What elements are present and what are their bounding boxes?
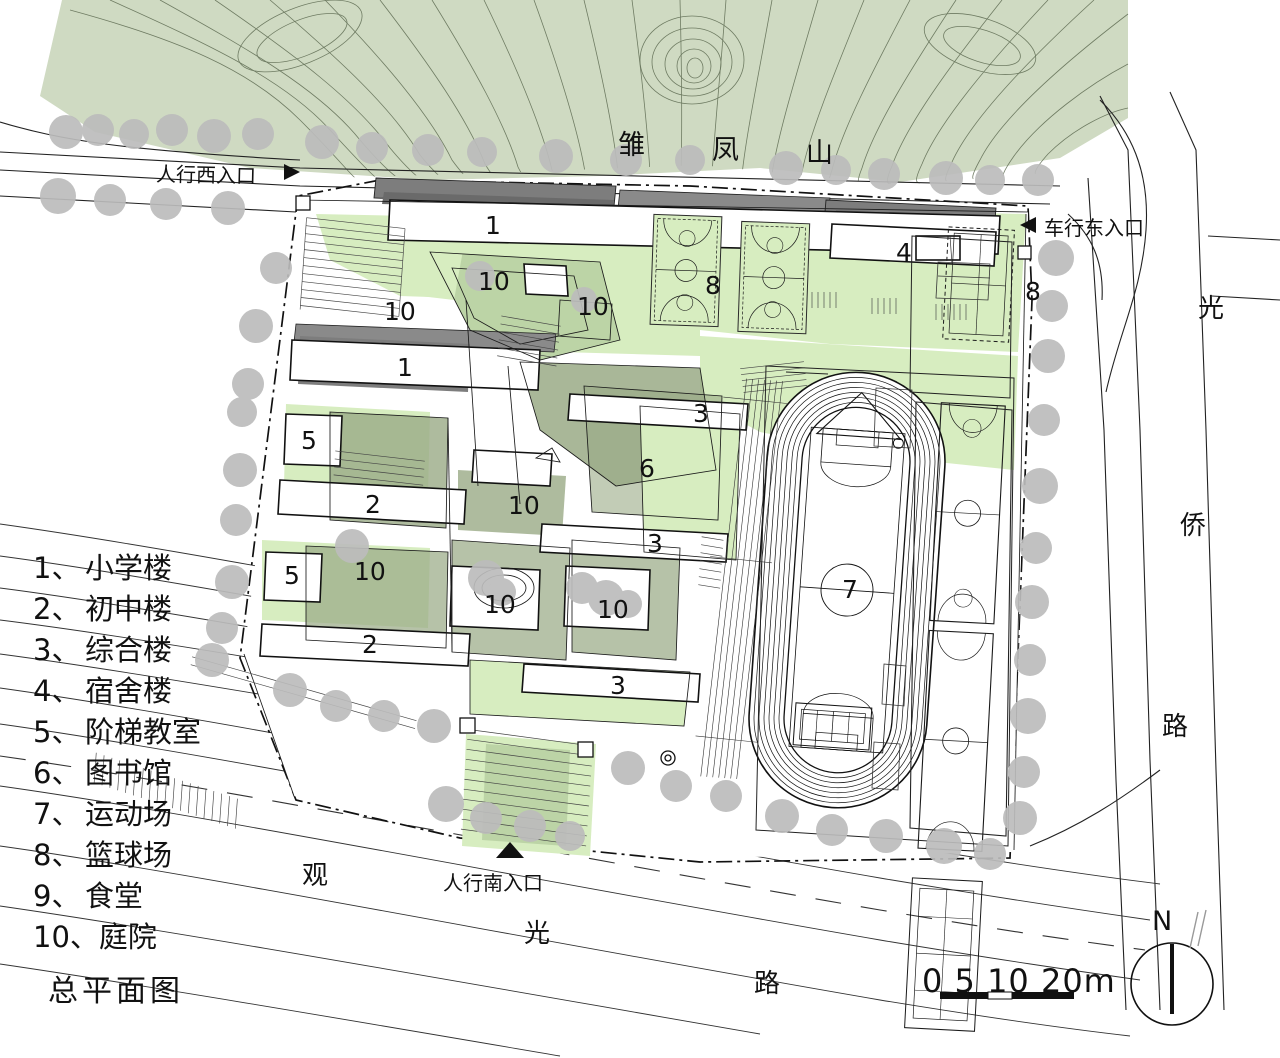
legend-item-10: 10、庭院: [33, 917, 293, 958]
legend-num-2: 2、: [33, 592, 81, 626]
legend-item-5: 5、阶梯教室: [33, 712, 293, 753]
legend-num-10: 10、: [33, 920, 99, 954]
courtyard-linework: [243, 199, 1029, 851]
legend-label-5: 阶梯教室: [85, 715, 202, 749]
courtyard-marker-f: 10: [484, 590, 516, 619]
courtyard-marker-d: 10: [508, 491, 540, 520]
building-marker-5b: 5: [284, 561, 300, 590]
legend-item-4: 4、宿舍楼: [33, 671, 293, 712]
running-track: [695, 365, 1015, 847]
legend-item-9: 9、食堂: [33, 876, 293, 917]
building-marker-3a: 3: [693, 399, 709, 428]
drawing-title: 总平面图: [48, 974, 184, 1009]
courtyard-marker-a: 10: [384, 297, 416, 326]
legend-label-2: 初中楼: [85, 592, 173, 626]
east-court-strip: [871, 226, 1015, 1032]
building-marker-3c: 3: [610, 671, 626, 700]
north-arrow-graphic: [1130, 909, 1214, 1026]
building-marker-4: 4: [896, 238, 912, 267]
building-marker-8a: 8: [705, 271, 721, 300]
building-marker-1b: 1: [397, 353, 413, 382]
building-marker-2b: 2: [362, 630, 378, 659]
hill-name-char-1: 雏: [618, 130, 645, 161]
basketball-courts-north: [649, 213, 811, 335]
hill-name-char-3: 山: [806, 138, 833, 169]
entrance-label-south-pedestrian: 人行南入口: [443, 871, 543, 895]
building-marker-1a: 1: [485, 211, 501, 240]
scale-bar-labels: 0 5 10 20m: [922, 962, 1116, 1000]
legend-item-1: 1、小学楼: [33, 548, 293, 589]
legend-label-6: 图书馆: [85, 756, 173, 790]
gate-markers: [295, 195, 1032, 766]
legend-item-6: 6、图书馆: [33, 753, 293, 794]
legend-num-3: 3、: [33, 633, 81, 667]
building-marker-5a: 5: [301, 426, 317, 455]
east-road-char-3: 路: [1162, 712, 1189, 742]
legend-item-2: 2、初中楼: [33, 589, 293, 630]
building-marker-6: 6: [639, 454, 655, 483]
scale-bar-graphic: [940, 991, 1074, 1000]
stair-hatch: [93, 217, 967, 847]
legend-item-3: 3、综合楼: [33, 630, 293, 671]
south-road-char-1: 观: [302, 861, 329, 891]
legend-num-6: 6、: [33, 756, 81, 790]
legend-label-9: 食堂: [85, 879, 144, 913]
east-road-char-1: 光: [1198, 294, 1225, 324]
courtyard-marker-c: 10: [577, 292, 609, 321]
tree-canopies: [40, 114, 1074, 870]
building-marker-8b: 8: [1025, 277, 1041, 306]
north-arrow: N: [1125, 906, 1221, 1026]
entrance-markers: [284, 164, 1036, 858]
courtyard-marker-b: 10: [478, 267, 510, 296]
legend-label-4: 宿舍楼: [85, 674, 173, 708]
south-road-char-2: 光: [524, 919, 551, 949]
legend-label-7: 运动场: [85, 797, 173, 831]
legend-num-8: 8、: [33, 838, 81, 872]
legend: 1、小学楼 2、初中楼 3、综合楼 4、宿舍楼 5、阶梯教室 6、图书馆 7、运…: [33, 548, 293, 958]
legend-num-5: 5、: [33, 715, 81, 749]
east-road-char-2: 侨: [1180, 511, 1207, 541]
building-marker-7: 7: [842, 575, 858, 604]
scale-bar: 0 5 10 20m: [922, 962, 1116, 1000]
building-marker-2a: 2: [365, 490, 381, 519]
legend-num-1: 1、: [33, 551, 81, 585]
legend-label-1: 小学楼: [85, 551, 173, 585]
legend-num-7: 7、: [33, 797, 81, 831]
legend-num-4: 4、: [33, 674, 81, 708]
legend-item-8: 8、篮球场: [33, 835, 293, 876]
south-road-char-3: 路: [754, 969, 781, 999]
legend-label-8: 篮球场: [85, 838, 173, 872]
entrance-label-east-vehicle: 车行东入口: [1044, 216, 1144, 240]
entrance-label-west-pedestrian: 人行西入口: [155, 161, 257, 189]
courtyard-marker-g: 10: [597, 595, 629, 624]
building-marker-3b: 3: [647, 529, 663, 558]
site-boundary: [239, 179, 1033, 863]
legend-item-7: 7、运动场: [33, 794, 293, 835]
legend-num-9: 9、: [33, 879, 81, 913]
courtyard-marker-e: 10: [354, 557, 386, 586]
legend-label-3: 综合楼: [85, 633, 173, 667]
hill-name-char-2: 凤: [712, 135, 739, 166]
legend-label-10: 庭院: [98, 920, 157, 954]
north-label: N: [1152, 906, 1173, 937]
